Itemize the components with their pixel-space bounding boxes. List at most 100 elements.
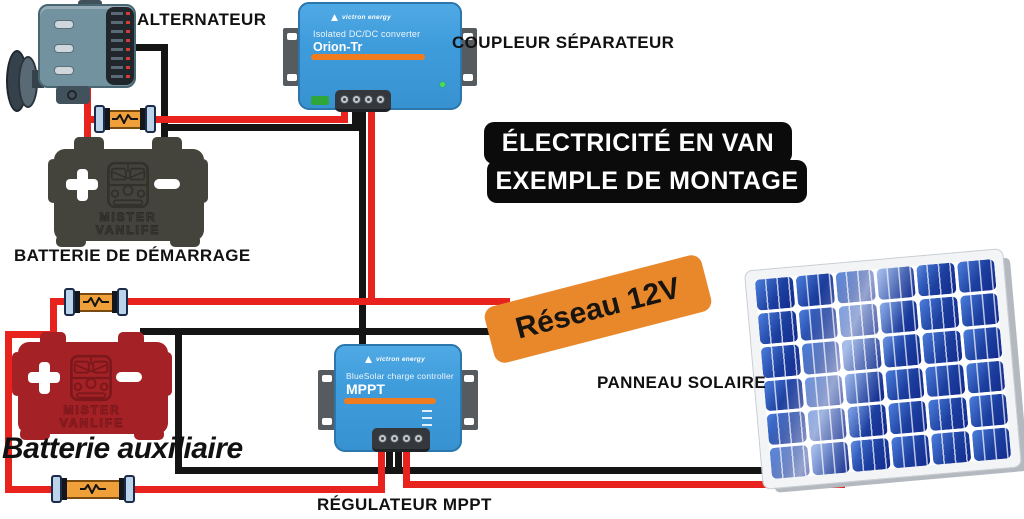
solar-cell	[930, 430, 971, 465]
battery-brand-text: MISTER VANLIFE	[48, 210, 208, 237]
victron-flame-icon	[365, 356, 372, 363]
terminal-screw	[376, 95, 385, 104]
solar-cell	[763, 377, 804, 412]
mounting-bracket	[460, 370, 478, 430]
wire-orion-input-negative-h	[161, 124, 359, 131]
wire-bottom-positive-h	[5, 486, 385, 493]
fuse-body	[110, 109, 140, 129]
solar-cell	[795, 273, 836, 308]
alternator-mount	[56, 86, 90, 104]
victron-logo-text: victron energy	[376, 356, 425, 363]
fuse-icon	[51, 475, 135, 503]
bracket-slot	[464, 418, 474, 425]
fuse-rim	[62, 478, 67, 500]
battery-side-tab	[198, 159, 208, 203]
wire-mppt-pv-negative-v	[395, 448, 402, 474]
terminal-block	[372, 428, 430, 452]
solar-cell	[754, 276, 795, 311]
device-orange-bar	[344, 398, 436, 404]
wire-mppt-battery-negative-v	[386, 448, 393, 474]
solar-cell	[844, 370, 885, 405]
solar-cell	[757, 310, 798, 345]
solar-cell	[878, 299, 919, 334]
solar-cell	[959, 292, 1000, 327]
alternator-bolt	[54, 66, 74, 75]
van-icon	[107, 161, 149, 209]
terminal-screw	[352, 95, 361, 104]
battery-foot	[170, 235, 200, 247]
victron-logo-text: victron energy	[342, 14, 391, 21]
solar-cell	[924, 363, 966, 398]
device-model: MPPT	[346, 381, 385, 397]
mounting-bracket	[318, 370, 336, 430]
label-aux-battery: Batterie auxiliaire	[2, 432, 243, 465]
victron-logo: victron energy	[330, 13, 391, 22]
solar-cell-grid	[754, 258, 1012, 480]
solar-cell	[922, 329, 963, 364]
wire-left-edge-v	[5, 331, 12, 489]
bracket-slot	[464, 375, 474, 382]
mounting-bracket	[283, 28, 301, 86]
wire-alternator-positive-v	[84, 78, 91, 142]
wire-orion-input-positive-h	[84, 116, 348, 123]
fuse-cap	[117, 288, 128, 316]
solar-cell	[875, 265, 916, 300]
label-starter-battery: BATTERIE DE DÉMARRAGE	[14, 246, 251, 265]
battery-brand-line2: VANLIFE	[59, 416, 125, 430]
battery-brand-line1: MISTER	[99, 210, 157, 224]
wire-orion-output-negative-v	[359, 103, 366, 347]
fuse-cap	[145, 105, 156, 133]
fuse-cap	[64, 288, 75, 316]
solar-cell	[884, 367, 925, 402]
victron-flame-icon	[331, 14, 338, 21]
solar-cell	[890, 434, 931, 469]
solar-cell	[760, 343, 801, 378]
battery-foot	[56, 235, 86, 247]
alternator-bolt	[54, 20, 74, 29]
solar-cell	[838, 303, 879, 338]
solar-cell	[916, 262, 957, 297]
solar-cell	[881, 333, 922, 368]
wire-aux-positive-left-h	[5, 331, 55, 338]
title-line2-box: EXEMPLE DE MONTAGE	[487, 160, 807, 203]
solar-cell	[769, 445, 810, 480]
battery-foot	[20, 428, 50, 440]
battery-side-tab	[48, 159, 58, 203]
bracket-slot	[322, 418, 332, 425]
alternator-bolt	[54, 44, 74, 53]
bracket-slot	[463, 74, 473, 81]
banner-text: Réseau 12V	[512, 271, 684, 346]
solar-cell	[919, 296, 960, 331]
label-alternator: ALTERNATEUR	[137, 10, 267, 29]
solar-cell	[887, 400, 928, 435]
green-connector	[311, 96, 329, 105]
solar-cell	[847, 404, 888, 439]
fuse-body	[80, 292, 112, 312]
wire-aux-negative-h	[140, 328, 500, 335]
wire-mppt-battery-positive-v	[378, 448, 385, 493]
label-mppt-regulator: RÉGULATEUR MPPT	[317, 495, 492, 514]
plus-terminal-icon	[38, 361, 50, 394]
alternator-vent-slots	[111, 12, 123, 80]
terminal-screw	[402, 434, 411, 443]
wire-aux-negative-tee-v	[175, 328, 182, 473]
wire-starter-negative-v	[161, 44, 168, 142]
solar-cell	[806, 407, 847, 442]
fuse-icon	[64, 288, 128, 316]
battery-side-tab	[12, 352, 22, 396]
device-model: Orion-Tr	[313, 40, 363, 54]
bracket-slot	[287, 74, 297, 81]
terminal-block	[335, 90, 391, 112]
fuse-rim	[105, 108, 110, 130]
solar-cell	[962, 326, 1003, 361]
title-line1: ÉLECTRICITÉ EN VAN	[501, 128, 775, 157]
victron-logo: victron energy	[364, 355, 425, 364]
solar-cell	[956, 258, 997, 293]
solar-cell	[835, 269, 876, 304]
solar-cell	[965, 360, 1006, 395]
terminal-screw	[378, 434, 387, 443]
minus-terminal-icon	[116, 372, 142, 382]
solar-cell	[841, 336, 882, 371]
label-solar-panel: PANNEAU SOLAIRE	[597, 373, 767, 392]
aux-battery-illustration: MISTER VANLIFE	[12, 330, 172, 442]
